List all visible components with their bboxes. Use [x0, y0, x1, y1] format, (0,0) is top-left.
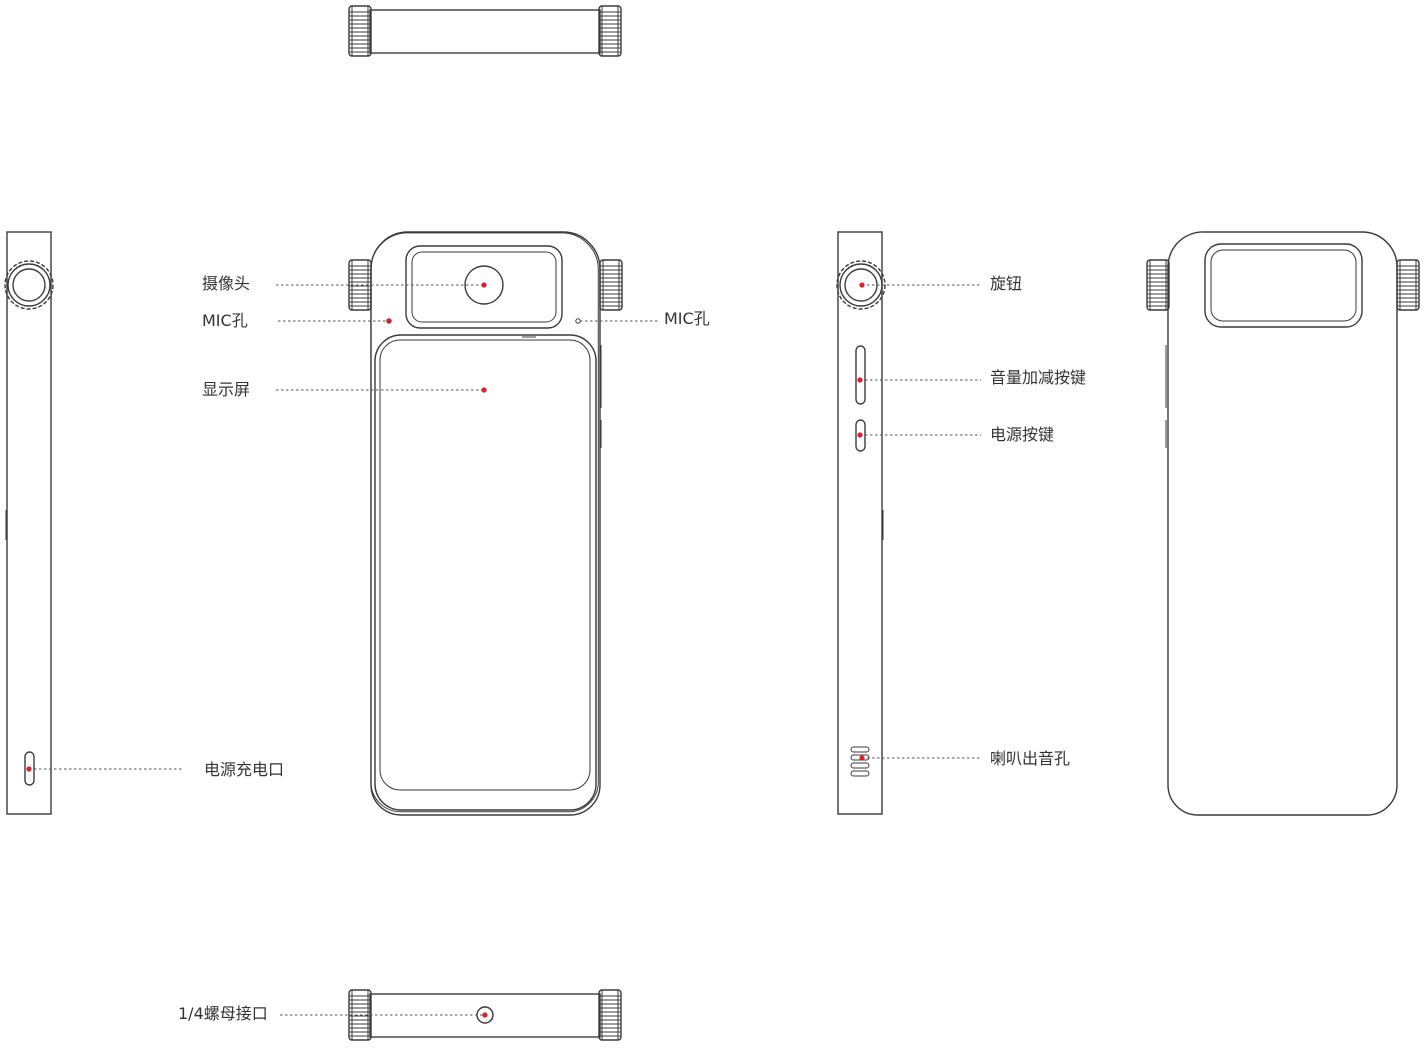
left-side-view	[4, 231, 54, 815]
label-charging-port: 电源充电口	[204, 760, 285, 779]
top-view	[348, 5, 622, 57]
back-view	[1146, 231, 1420, 816]
callout-camera	[276, 282, 487, 288]
label-speaker-hole: 喇叭出音孔	[990, 749, 1071, 768]
right-side-view	[836, 231, 886, 815]
callout-display	[276, 387, 487, 393]
callout-mic-left	[278, 318, 392, 324]
label-display: 显示屏	[202, 380, 251, 399]
callout-volume-keys	[857, 377, 981, 383]
callout-knob	[859, 282, 981, 288]
label-mic-left: MIC孔	[202, 311, 248, 330]
label-camera: 摄像头	[202, 274, 251, 293]
front-view	[348, 231, 623, 816]
label-knob: 旋钮	[990, 274, 1023, 293]
label-tripod-mount: 1/4螺母接口	[178, 1004, 268, 1023]
callout-speaker-hole	[859, 755, 981, 761]
callout-tripod-mount	[280, 1012, 488, 1018]
callout-power-key	[857, 432, 981, 438]
label-mic-right: MIC孔	[664, 309, 710, 328]
label-power-key: 电源按键	[990, 425, 1055, 444]
callout-charging-port	[26, 766, 184, 772]
label-volume-keys: 音量加减按键	[990, 368, 1087, 387]
